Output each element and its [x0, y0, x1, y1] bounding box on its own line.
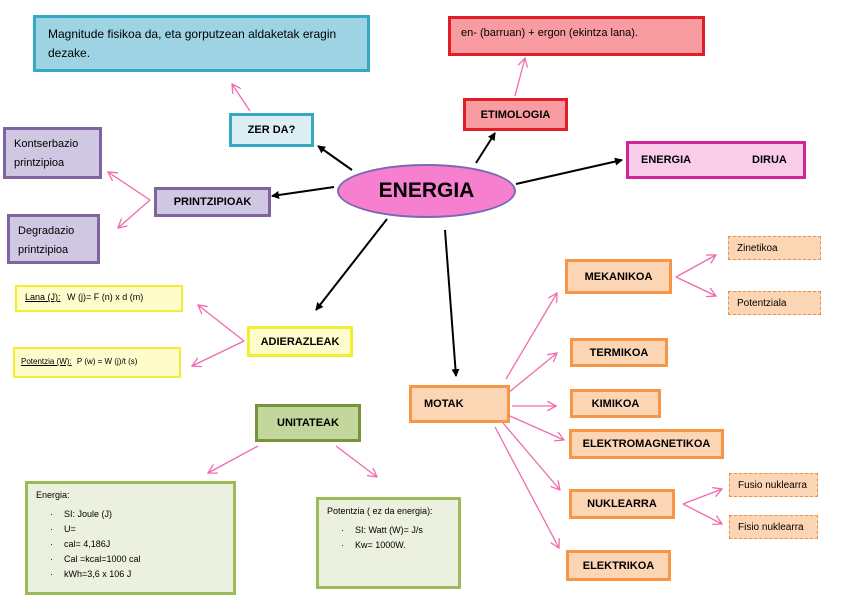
edge-mekanikoa-potentziala [675, 276, 716, 296]
mekanikoa-node: MEKANIKOA [565, 259, 672, 294]
degradazio-box: Degradazio printzipioa [7, 214, 100, 264]
edge-unitateak-potentzia [335, 445, 377, 477]
potentzia-formula-box: Potentzia (W): P (w) = W (j)/t (s) [13, 347, 181, 378]
edge-energia-etimologia [475, 132, 496, 164]
edge-etimologia-text [514, 58, 525, 97]
zinetikoa-label: Zinetikoa [737, 242, 778, 254]
list-item: SI: Joule (J) [36, 507, 225, 522]
edge-motak-elektromagnetikoa [509, 415, 564, 440]
mekanikoa-label: MEKANIKOA [584, 270, 653, 283]
unitateak-node: UNITATEAK [255, 404, 361, 442]
edge-energia-motak [444, 229, 460, 377]
edge-printzipioak-kontserbazio [108, 172, 151, 201]
degradazio-text: Degradazio printzipioa [18, 225, 75, 256]
kontserbazio-box: Kontserbazio printzipioa [3, 127, 102, 179]
zer-da-label: ZER DA? [247, 124, 296, 136]
fusio-label: Fusio nuklearra [738, 479, 807, 491]
fisio-node: Fisio nuklearra [729, 515, 818, 539]
unitateak-label: UNITATEAK [277, 417, 339, 429]
lana-term: Lana (J): [25, 292, 61, 302]
edge-motak-mekanikoa [505, 293, 557, 380]
etimologia-label: ETIMOLOGIA [480, 108, 551, 121]
printzipioak-label: PRINTZIPIOAK [173, 196, 252, 208]
list-item: SI: Watt (W)= J/s [327, 523, 450, 538]
list-item: Cal =kcal=1000 cal [36, 552, 225, 567]
potentzia-units-box: Potentzia ( ez da energia): SI: Watt (W)… [316, 497, 461, 589]
edge-unitateak-energia [208, 445, 259, 473]
potentziala-node: Potentziala [728, 291, 821, 315]
edge-energia-adierazleak [315, 218, 388, 311]
etimologia-text-box: en- (barruan) + ergon (ekintza lana). [448, 16, 705, 56]
potentzia-units-list: SI: Watt (W)= J/s Kw= 1000W. [327, 523, 450, 553]
potentzia-term: Potentzia (W): [21, 357, 72, 366]
edge-printzipioak-degradazio [118, 199, 151, 228]
lana-formula: W (j)= F (n) x d (m) [67, 292, 144, 302]
list-item: U= [36, 522, 225, 537]
adierazleak-label: ADIERAZLEAK [260, 335, 340, 348]
potentziala-label: Potentziala [737, 297, 787, 309]
edge-nuklearra-fisio [682, 503, 722, 524]
center-label: ENERGIA [378, 179, 475, 202]
elektromagnetikoa-label: ELEKTROMAGNETIKOA [582, 438, 711, 450]
nuklearra-node: NUKLEARRA [569, 489, 675, 519]
energia-units-list: SI: Joule (J) U= cal= 4,186J Cal =kcal=1… [36, 507, 225, 582]
termikoa-node: TERMIKOA [570, 338, 668, 367]
list-item: Kw= 1000W. [327, 538, 450, 553]
edge-adierazleak-potentzia [192, 340, 245, 366]
motak-label: MOTAK [424, 398, 464, 410]
elektrikoa-label: ELEKTRIKOA [582, 559, 655, 572]
edge-motak-termikoa [507, 353, 557, 394]
potentzia-units-title: Potentzia ( ez da energia): [327, 506, 433, 516]
nuklearra-label: NUKLEARRA [587, 498, 657, 510]
energia-units-box: Energia: SI: Joule (J) U= cal= 4,186J Ca… [25, 481, 236, 595]
zer-da-definition-box: Magnitude fisikoa da, eta gorputzean ald… [33, 15, 370, 72]
elektrikoa-node: ELEKTRIKOA [566, 550, 671, 581]
adierazleak-node: ADIERAZLEAK [247, 326, 353, 357]
edge-energia-printzipioak [271, 186, 335, 199]
motak-node: MOTAK [409, 385, 510, 423]
kontserbazio-text: Kontserbazio printzipioa [14, 138, 79, 169]
edge-motak-nuklearra [502, 422, 560, 490]
edge-energia-dirua [515, 157, 623, 185]
kimikoa-node: KIMIKOA [570, 389, 661, 418]
termikoa-label: TERMIKOA [589, 346, 649, 359]
edge-energia-zer-da [317, 145, 353, 171]
elektromagnetikoa-node: ELEKTROMAGNETIKOA [569, 429, 724, 459]
energia-units-title: Energia: [36, 490, 70, 500]
potentzia-formula: P (w) = W (j)/t (s) [76, 357, 138, 366]
etimologia-text: en- (barruan) + ergon (ekintza lana). [461, 27, 639, 39]
energia-dirua-node: ENERGIA DIRUA [626, 141, 806, 179]
edge-motak-elektrikoa [494, 426, 559, 548]
zinetikoa-node: Zinetikoa [728, 236, 821, 260]
energia-dirua-left: ENERGIA [641, 154, 692, 166]
zer-da-node: ZER DA? [229, 113, 314, 147]
zer-da-definition-text: Magnitude fisikoa da, eta gorputzean ald… [48, 27, 337, 60]
edge-nuklearra-fusio [682, 489, 722, 505]
fisio-label: Fisio nuklearra [738, 521, 804, 533]
kimikoa-label: KIMIKOA [591, 397, 640, 410]
lana-box: Lana (J): W (j)= F (n) x d (m) [15, 285, 183, 312]
edge-adierazleak-lana [198, 305, 245, 342]
center-node: ENERGIA [337, 164, 516, 218]
list-item: cal= 4,186J [36, 537, 225, 552]
fusio-node: Fusio nuklearra [729, 473, 818, 497]
edge-zer-da-definition [232, 84, 251, 112]
etimologia-node: ETIMOLOGIA [463, 98, 568, 131]
printzipioak-node: PRINTZIPIOAK [154, 187, 271, 217]
list-item: kWh=3,6 x 106 J [36, 567, 225, 582]
edge-mekanikoa-zinetikoa [675, 255, 716, 278]
energia-dirua-right: DIRUA [752, 154, 787, 166]
